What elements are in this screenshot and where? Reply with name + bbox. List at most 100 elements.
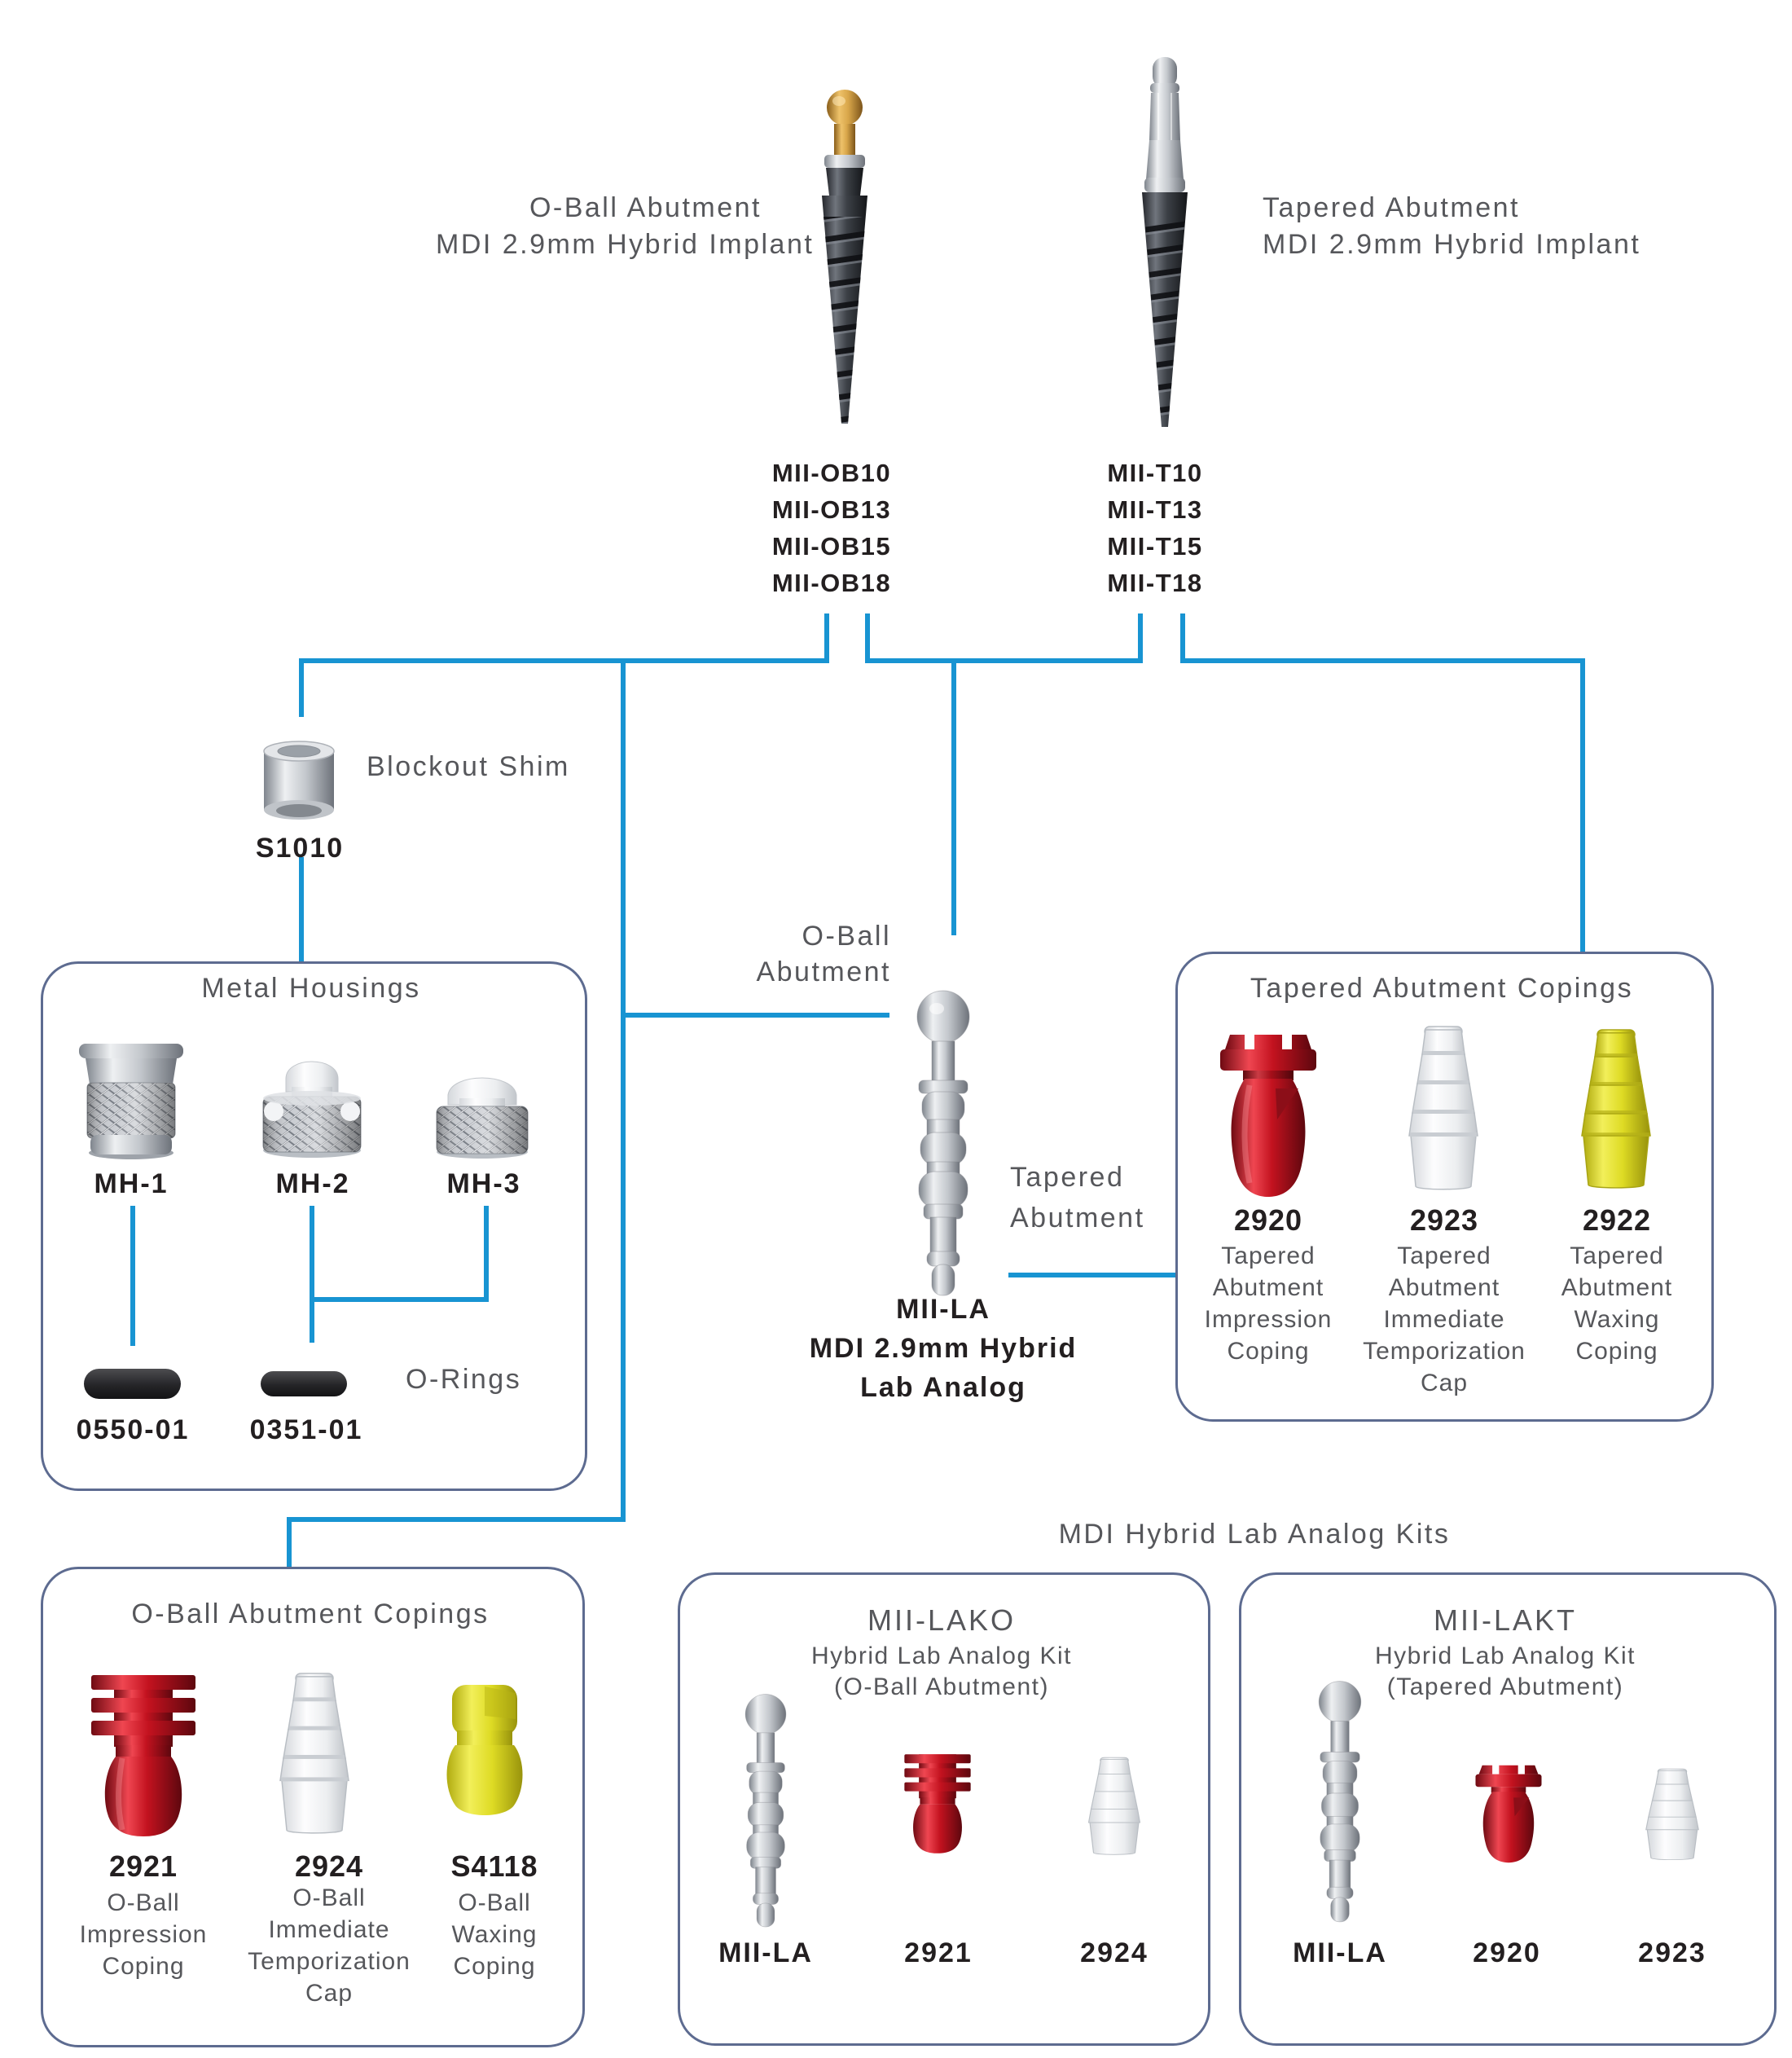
oball-part-numbers: MII-OB10 MII-OB13 MII-OB15 MII-OB18 [730,455,933,601]
desc-line: Abutment [1388,1274,1500,1301]
mh1-part: MH-1 [94,1168,169,1199]
coping-2920-part: 2920 [1233,1203,1303,1237]
coping-2924-part: 2924 [294,1849,364,1883]
analog-desc-line2: Lab Analog [860,1372,1026,1403]
desc-line: Abutment [1561,1274,1673,1301]
coping-2921-image [91,1675,195,1836]
coping-2921-part: 2921 [108,1849,178,1883]
oring-0550-image [84,1369,181,1399]
coping-2920-desc: Tapered Abutment Impression Coping [1162,1240,1374,1367]
connector-mh2-oring [310,1206,314,1343]
desc-line: Temporization [1363,1338,1526,1365]
connector-mh3-join [310,1297,489,1302]
oball-implant-image [822,90,867,424]
connector-down-shim [299,658,304,717]
mh3-part: MH-3 [446,1168,521,1199]
desc-line: Abutment [1212,1274,1324,1301]
connector-mh3-down [484,1206,489,1302]
coping-2923-part: 2923 [1409,1203,1479,1237]
coping-2924-desc: O-Ball Immediate Temporization Cap [223,1882,435,2009]
analog-desc-line1: MDI 2.9mm Hybrid [809,1333,1078,1364]
desc-line: Tapered [1397,1242,1491,1269]
tapered-implant-image [1142,57,1188,427]
connector-bottom-horizontal [287,1517,626,1522]
desc-line: Cap [305,1980,354,2007]
oring-0351-image [261,1371,347,1396]
connector-bus-mid [865,658,1143,663]
part-number: MII-OB13 [771,495,892,524]
part-number: MII-T15 [1107,532,1203,561]
kit-lakt-item-2920: 2920 [1473,1937,1541,1968]
desc-line: O-Ball [458,1889,531,1916]
tapered-part-numbers: MII-T10 MII-T13 MII-T15 MII-T18 [1053,455,1257,601]
connector-stub-ob2 [865,613,870,663]
blockout-shim-part: S1010 [255,833,345,864]
desc-line: Immediate [268,1916,390,1943]
desc-line: O-Ball [107,1889,180,1916]
connector-bus-left [299,658,829,663]
analog-tapered-pointer-label-1: Tapered [1010,1162,1125,1193]
desc-line: Waxing [451,1921,538,1948]
part-number: MII-T13 [1107,495,1203,524]
part-number: MII-OB18 [771,569,892,597]
oball-implant-label-line2: MDI 2.9mm Hybrid Implant [436,229,815,260]
kit-lakt-variant: (Tapered Abutment) [1386,1673,1624,1700]
connector-bus-right [1180,658,1584,663]
kit-lako-variant: (O-Ball Abutment) [834,1673,1049,1700]
desc-line: Coping [1227,1338,1310,1365]
connector-stub-ob1 [824,613,829,663]
connector-into-tapered-box [1580,658,1585,953]
kit-lakt-2923-image [1645,1768,1699,1860]
kit-lako-2921-image [904,1754,971,1854]
connector-mh1-oring [130,1206,135,1346]
kit-lakt-2920-image [1475,1764,1542,1863]
oring-0550-part: 0550-01 [76,1414,190,1445]
kits-heading: MDI Hybrid Lab Analog Kits [1058,1519,1451,1550]
mh2-part: MH-2 [275,1168,350,1199]
desc-line: Temporization [248,1948,411,1975]
connector-into-oball-box [287,1517,292,1568]
desc-line: Impression [1204,1306,1333,1333]
oring-0351-part: 0351-01 [249,1414,363,1445]
coping-2923-image [1408,1026,1478,1190]
analog-tapered-pointer-label-2: Abutment [1010,1203,1145,1233]
kit-lakt-title: MII-LAKT [1433,1603,1577,1637]
connector-stub-t2 [1180,613,1185,663]
desc-line: O-Ball [292,1884,366,1911]
pointer-tapered-abutment [1008,1273,1178,1277]
part-number: MII-T18 [1107,569,1203,597]
coping-s4118-image [446,1685,523,1815]
kit-lako-item-analog: MII-LA [718,1937,813,1968]
coping-2922-desc: Tapered Abutment Waxing Coping [1511,1240,1723,1367]
desc-line: Tapered [1221,1242,1315,1269]
metal-housing-mh1-image [79,1044,183,1159]
pointer-oball-abutment [621,1013,889,1018]
blockout-shim-image [263,741,335,820]
kit-lakt-analog-image [1318,1681,1362,1923]
analog-oball-pointer-label-2: Abutment [756,956,891,987]
coping-2920-image [1220,1033,1316,1197]
orings-label: O-Rings [406,1364,522,1395]
kit-lako-item-2924: 2924 [1080,1937,1149,1968]
analog-part: MII-LA [896,1294,990,1325]
coping-s4118-part: S4118 [450,1849,538,1883]
connector-shim-to-housings [299,857,304,963]
kit-lakt-item-analog: MII-LA [1293,1937,1387,1968]
kit-lakt-item-2923: 2923 [1638,1937,1706,1968]
connector-down-analog [951,658,956,935]
desc-line: Immediate [1383,1306,1505,1333]
coping-2924-image [279,1673,349,1834]
kit-lako-subtitle: Hybrid Lab Analog Kit [810,1642,1072,1669]
blockout-shim-label: Blockout Shim [367,751,570,782]
kit-lakt-subtitle: Hybrid Lab Analog Kit [1374,1642,1636,1669]
desc-line: Coping [453,1953,536,1980]
oball-copings-title: O-Ball Abutment Copings [131,1598,490,1629]
kit-lako-title: MII-LAKO [867,1603,1017,1637]
desc-line: Cap [1420,1370,1469,1396]
desc-line: Tapered [1570,1242,1664,1269]
desc-line: Coping [1575,1338,1658,1365]
metal-housings-title: Metal Housings [201,973,421,1004]
oball-implant-label-line1: O-Ball Abutment [529,192,762,223]
metal-housing-mh3-image [436,1077,529,1159]
